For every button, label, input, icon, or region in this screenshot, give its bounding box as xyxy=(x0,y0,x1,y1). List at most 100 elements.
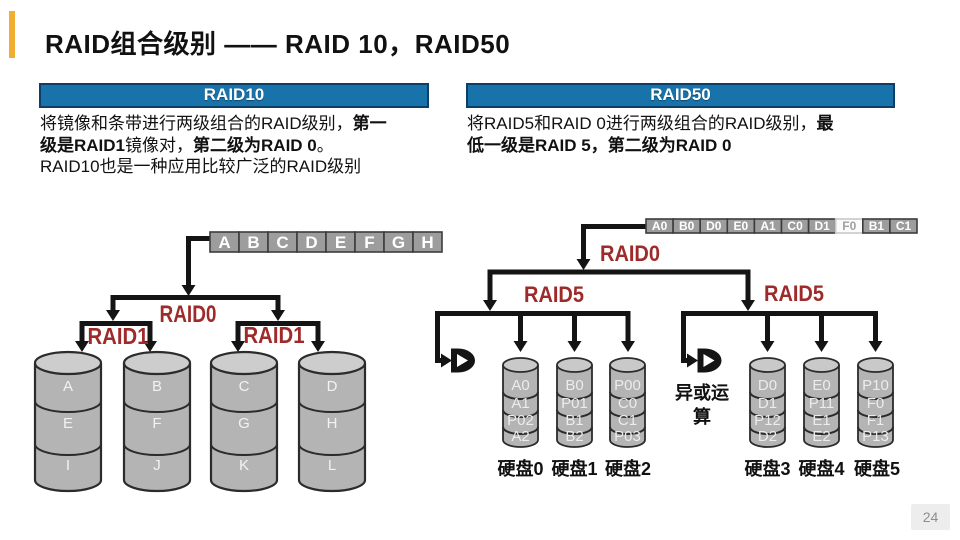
disk-name: 硬盘2 xyxy=(605,458,651,479)
raid10-disk-2: C G K xyxy=(209,350,279,493)
disk-block: D2 xyxy=(758,428,777,445)
disk-block: B1 xyxy=(565,412,583,429)
xor-gate-left xyxy=(451,348,475,373)
raid1-left-label: RAID1 xyxy=(88,323,149,349)
disk-block: G xyxy=(238,415,250,432)
raid50-header-bar: RAID50 xyxy=(466,83,895,108)
raid10-header-bar: RAID10 xyxy=(39,83,429,108)
raid50-desc-line1: 将RAID5和RAID 0进行两级组合的RAID级别，最 xyxy=(467,114,834,133)
strip-cell-label: F0 xyxy=(842,219,856,233)
disk-block: D xyxy=(327,378,338,395)
disk-block: P12 xyxy=(754,412,781,429)
disk-block: F0 xyxy=(867,395,885,412)
raid1-right-label: RAID1 xyxy=(244,322,305,348)
disk-block: C1 xyxy=(618,412,637,429)
raid50-connectors xyxy=(435,224,883,368)
raid10-desc-line2: 级是RAID1镜像对，第二级为RAID 0。 xyxy=(40,135,334,155)
disk-block: P01 xyxy=(561,395,588,412)
strip-cell-label: E0 xyxy=(734,219,749,233)
disk-block: F xyxy=(152,415,161,432)
raid10-data-strip: A B C D E F G H xyxy=(209,231,443,253)
disk-name: 硬盘3 xyxy=(744,458,790,479)
raid50-disk-5: P10 F0 F1 P13 xyxy=(857,357,894,448)
disk-block: P03 xyxy=(614,428,641,445)
disk-block: F1 xyxy=(867,412,885,429)
raid10-desc-line1: 将镜像和条带进行两级组合的RAID级别，第一 xyxy=(40,114,387,133)
disk-block: E xyxy=(63,415,73,432)
disk-name: 硬盘5 xyxy=(854,458,900,479)
xor-gate-right xyxy=(697,348,722,373)
raid50-disk-4: E0 P11 E1 E2 xyxy=(803,357,840,448)
strip-cell-label: A0 xyxy=(652,219,668,233)
xor-annotation-line2: 算 xyxy=(693,406,711,427)
disk-block: I xyxy=(66,457,70,474)
disk-block: K xyxy=(239,457,249,474)
strip-cell xyxy=(412,231,443,253)
title-accent-bar xyxy=(9,11,15,58)
disk-block: D1 xyxy=(758,395,777,412)
disk-block: P10 xyxy=(862,377,889,394)
disk-block: J xyxy=(153,457,161,474)
disk-block: C0 xyxy=(618,395,637,412)
raid10-disk-0: A E I xyxy=(33,350,103,493)
disk-block: P13 xyxy=(862,428,889,445)
disk-block: A xyxy=(63,378,73,395)
strip-cell-label: C0 xyxy=(787,219,803,233)
strip-cell-label: D1 xyxy=(815,219,831,233)
disk-block: E2 xyxy=(812,428,830,445)
raid50-disk-3: D0 D1 P12 D2 xyxy=(749,357,786,448)
strip-cell xyxy=(889,218,918,234)
disk-block: E0 xyxy=(812,377,830,394)
strip-cell-label: A1 xyxy=(760,219,776,233)
page-title: RAID组合级别 —— RAID 10，RAID50 xyxy=(45,29,511,59)
raid50-diagram: A0 B0 D0 E0 A1 C0 D1 F0 B1 C1 RAID0 RAID… xyxy=(435,218,918,479)
strip-cell-label: E xyxy=(335,233,346,252)
raid50-data-strip: A0 B0 D0 E0 A1 C0 D1 F0 B1 C1 xyxy=(645,218,918,234)
strip-cell-label: B xyxy=(247,233,259,252)
strip-cell-label: A xyxy=(218,233,230,252)
raid5-right-label: RAID5 xyxy=(764,281,824,306)
disk-block: L xyxy=(328,457,336,474)
disk-name: 硬盘0 xyxy=(497,458,543,479)
disk-block: P00 xyxy=(614,377,641,394)
raid10-description: 将镜像和条带进行两级组合的RAID级别，第一 级是RAID1镜像对，第二级为RA… xyxy=(40,113,387,178)
disk-block: D0 xyxy=(758,377,777,394)
raid10-disk-3: D H L xyxy=(297,350,367,493)
raid50-disk-2: P00 C0 C1 P03 xyxy=(609,357,646,448)
raid10-connectors xyxy=(75,236,325,352)
raid50-disk-0: A0 A1 P02 A2 xyxy=(502,357,539,448)
strip-cell-label: H xyxy=(421,233,433,252)
disk-block: A1 xyxy=(511,395,529,412)
raid10-disk-1: B F J xyxy=(122,350,192,493)
raid50-disk-1: B0 P01 B1 B2 xyxy=(556,357,593,448)
raid10-diagram: A B C D E F G H RAID0 RAID1 RAID1 A E xyxy=(33,231,443,493)
raid10-desc-line3: RAID10也是一种应用比较广泛的RAID级别 xyxy=(40,157,362,176)
raid5-left-label: RAID5 xyxy=(524,282,584,307)
strip-cell-label: G xyxy=(392,233,405,252)
disk-block: H xyxy=(327,415,338,432)
strip-cell-label: C1 xyxy=(896,219,912,233)
disk-block: B xyxy=(152,378,162,395)
disk-block: B0 xyxy=(565,377,583,394)
strip-cell-label: C xyxy=(276,233,288,252)
raid0-label: RAID0 xyxy=(160,301,217,328)
disk-block: A0 xyxy=(511,377,529,394)
raid0-label: RAID0 xyxy=(600,241,660,266)
disk-name: 硬盘4 xyxy=(798,458,844,479)
disk-block: A2 xyxy=(511,428,529,445)
disk-block: E1 xyxy=(812,412,830,429)
disk-name: 硬盘1 xyxy=(551,458,597,479)
xor-annotation-line1: 异或运 xyxy=(675,382,729,403)
disk-block: P02 xyxy=(507,412,534,429)
disk-block: B2 xyxy=(565,428,583,445)
strip-cell-label: D0 xyxy=(706,219,722,233)
strip-cell-label: B0 xyxy=(679,219,695,233)
disk-block: C xyxy=(239,378,250,395)
strip-cell-label: D xyxy=(305,233,317,252)
disk-block: P11 xyxy=(809,395,835,412)
strip-cell-label: F xyxy=(364,233,374,252)
page-number-badge: 24 xyxy=(911,504,950,530)
raid50-desc-line2: 低一级是RAID 5，第二级为RAID 0 xyxy=(467,135,732,155)
